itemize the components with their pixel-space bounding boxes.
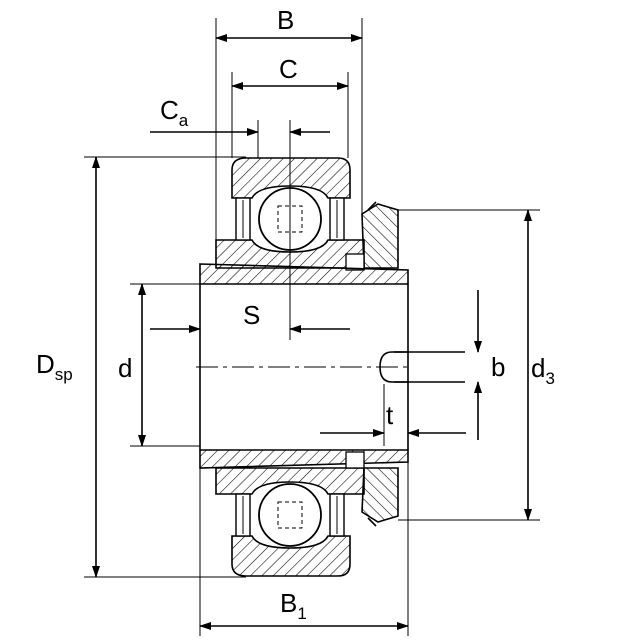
label-t: t: [386, 400, 394, 430]
label-d: d: [118, 353, 132, 383]
ball-lower: [258, 483, 322, 547]
label-b: b: [491, 352, 505, 382]
dimension-labels: B C Ca Dsp d S b d3 t B1: [36, 5, 555, 623]
lower-bearing-section: [215, 451, 399, 577]
locking-collar-upper: [361, 203, 399, 269]
extension-lines: [84, 18, 540, 636]
label-B: B: [277, 5, 294, 35]
locking-collar-lower: [361, 467, 399, 523]
label-Dsp: Dsp: [36, 349, 73, 384]
ball-cage-upper: [277, 205, 303, 233]
adapter-sleeve: [199, 263, 409, 469]
outer-ring-lower: [231, 535, 351, 577]
set-screw-lower: [345, 451, 365, 469]
label-B1: B1: [280, 588, 307, 623]
label-d3: d3: [531, 353, 555, 388]
ball-cage-lower: [277, 501, 303, 529]
upper-bearing-section: [215, 157, 399, 271]
label-C: C: [279, 54, 298, 84]
label-Ca: Ca: [160, 95, 189, 130]
inner-ring-lower: [215, 467, 365, 495]
key-pin: [394, 351, 465, 383]
dimension-lines: [92, 34, 532, 630]
label-S: S: [243, 300, 260, 330]
